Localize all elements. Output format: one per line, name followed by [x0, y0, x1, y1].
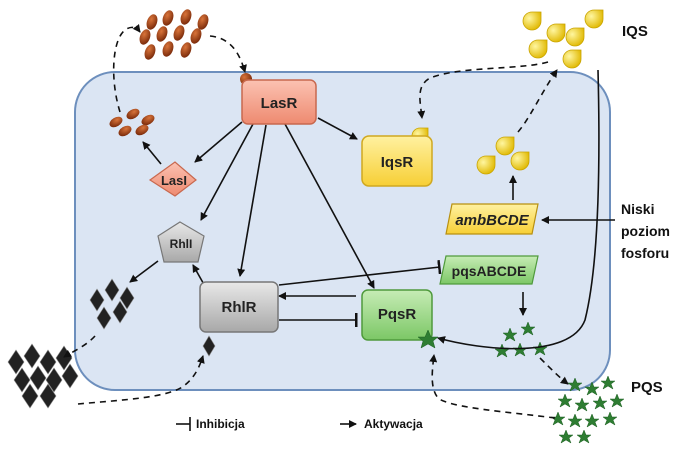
edge-lasr-rhlr: [237, 124, 267, 277]
legend-inhibition-icon: [176, 417, 191, 431]
legend: Inhibicja Aktywacja: [176, 417, 423, 431]
dashed-iqs-out: [517, 69, 558, 133]
dashed-c4hsl-out: [63, 335, 96, 358]
rhli-label: RhlI: [170, 237, 193, 251]
iqs-molecules-inside-icon: [476, 136, 530, 175]
edge-rhli-c4hsl: [129, 260, 159, 283]
dashed-ahl-in: [209, 35, 247, 73]
rhlr-node: RhlR: [199, 281, 279, 333]
edge-lasr-pqsr: [284, 123, 375, 289]
lasi-label: LasI: [161, 173, 187, 188]
edge-iqs-pqsr: [437, 69, 600, 350]
phosphate-label-2: poziom: [621, 223, 670, 239]
amb-label: ambBCDE: [455, 212, 529, 229]
ahl-molecules-top-icon: [139, 9, 209, 60]
amb-node: ambBCDE: [445, 203, 539, 235]
dashed-iqs-in: [417, 61, 549, 119]
iqs-label: IQS: [622, 23, 648, 40]
lasi-node: LasI: [148, 161, 197, 197]
rhli-node: RhlI: [157, 221, 205, 263]
dashed-c4hsl-in: [77, 355, 205, 405]
edge-lasr-lasi: [194, 121, 243, 163]
pqs-bound-icon: [417, 329, 439, 349]
rhlr-label: RhlR: [222, 299, 257, 316]
legend-activation-label: Aktywacja: [364, 417, 423, 431]
phosphate-label-3: fosforu: [621, 245, 669, 261]
c4hsl-bound-icon: [202, 335, 216, 357]
c4hsl-molecules-outside-icon: [7, 343, 79, 409]
pqs-operon-label: pqsABCDE: [452, 263, 527, 279]
iqs-molecules-icon: [522, 9, 604, 69]
edge-lasr-iqsr: [317, 117, 358, 140]
lasr-label: LasR: [261, 95, 298, 112]
pqs-label: PQS: [631, 379, 663, 396]
legend-inhibition-label: Inhibicja: [196, 417, 245, 431]
pqsr-label: PqsR: [378, 306, 417, 323]
edge-lasi-ahl: [142, 141, 162, 165]
pqsr-node: PqsR: [361, 289, 439, 349]
c4hsl-molecules-inside-icon: [89, 278, 135, 330]
dashed-pqs-in: [429, 354, 556, 419]
pqs-molecules-outside-icon: [550, 375, 625, 444]
edge-lasr-rhli: [200, 123, 254, 221]
edge-rhlr-inhibits-pqsabcde: [278, 259, 442, 286]
ahl-molecules-inside-icon: [109, 108, 155, 137]
lasr-node: LasR: [241, 79, 317, 125]
iqsr-node: IqsR: [361, 135, 433, 187]
dashed-pqs-out: [539, 357, 569, 385]
phosphate-label-1: Niski: [621, 201, 654, 217]
iqsr-label: IqsR: [381, 154, 414, 171]
pqs-operon-node: pqsABCDE: [439, 255, 539, 285]
pqs-molecules-inside-icon: [494, 321, 548, 358]
dashed-ahl-out: [112, 24, 141, 113]
